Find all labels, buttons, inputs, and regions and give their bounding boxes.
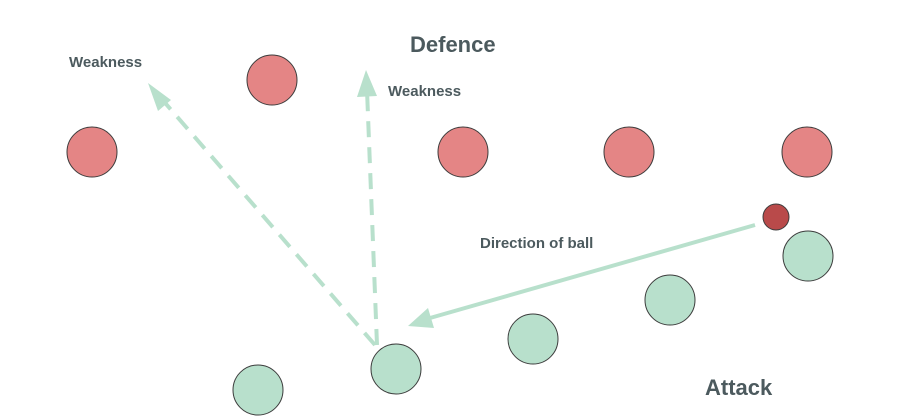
attacker-player bbox=[782, 230, 834, 282]
attacker-player bbox=[370, 343, 422, 395]
attack-players bbox=[232, 230, 834, 416]
attack-label: Attack bbox=[705, 375, 773, 400]
weakness-arrow-center bbox=[365, 89, 379, 346]
attacker-player bbox=[644, 274, 696, 326]
defender-player bbox=[246, 54, 298, 106]
attacker-player bbox=[232, 364, 284, 416]
ball-direction-arrow bbox=[429, 223, 756, 320]
defender-player bbox=[66, 126, 118, 178]
arrows-layer bbox=[148, 70, 756, 347]
ball-direction-label: Direction of ball bbox=[480, 235, 594, 252]
weakness-arrow-center-head bbox=[357, 70, 377, 97]
ball-direction-arrow-head bbox=[408, 308, 434, 328]
weakness-arrow-left bbox=[158, 95, 377, 347]
defence-players bbox=[66, 54, 833, 178]
weakness-label-left: Weakness bbox=[69, 54, 143, 71]
defence-label: Defence bbox=[410, 32, 496, 57]
ball bbox=[762, 203, 790, 231]
defender-player bbox=[437, 126, 489, 178]
weakness-arrow-left-head bbox=[148, 83, 171, 111]
defender-player bbox=[603, 126, 655, 178]
attacker-player bbox=[507, 313, 559, 365]
weakness-label-center: Weakness bbox=[388, 83, 462, 100]
defender-player bbox=[781, 126, 833, 178]
